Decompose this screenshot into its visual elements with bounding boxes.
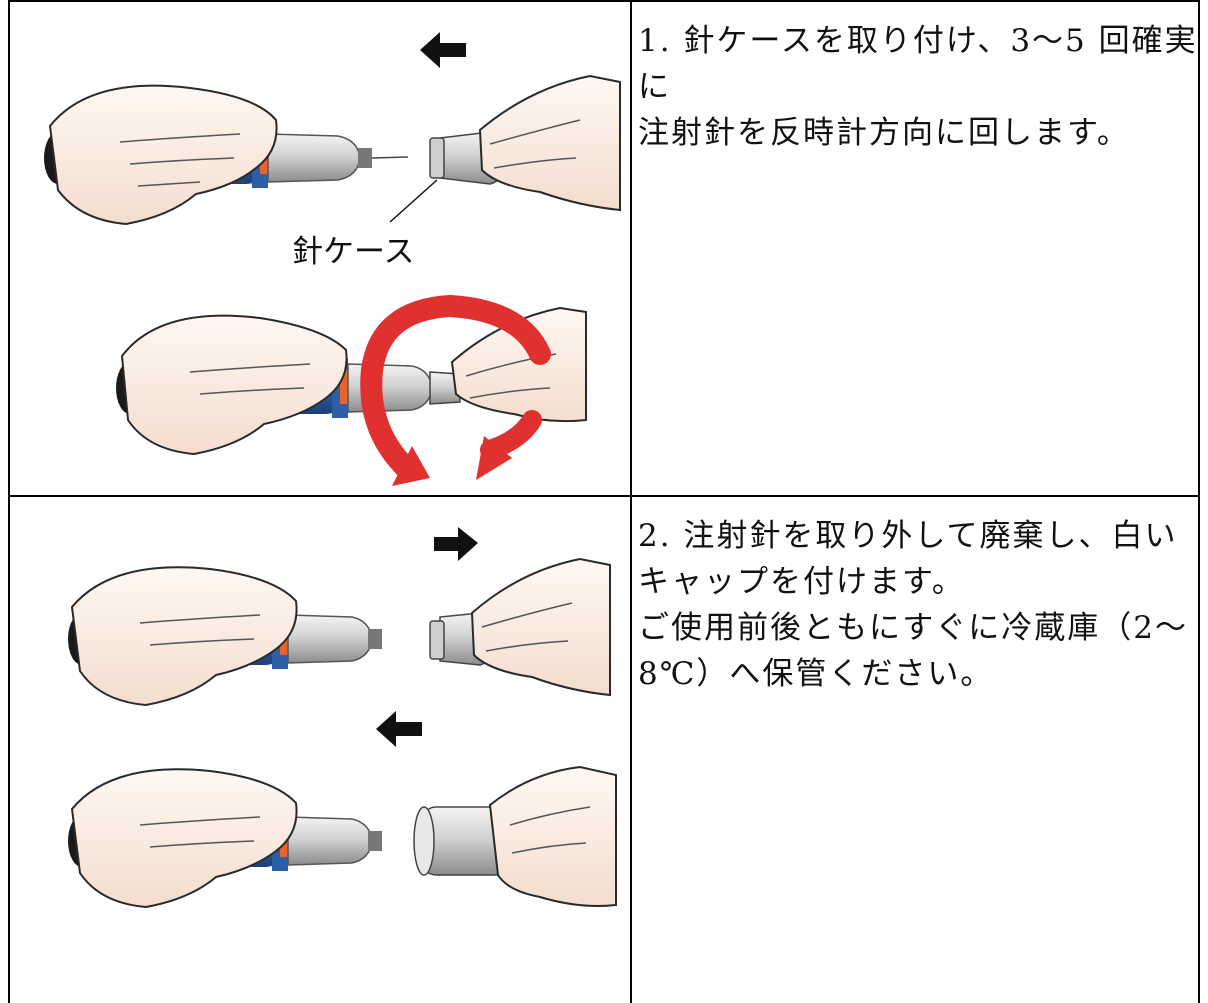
table-border-left: [8, 0, 10, 1003]
needle-case-leader-line: [389, 179, 438, 223]
right-hand-bottom-step-2: [488, 765, 617, 907]
step-2-line-2: キャップを付けます。: [638, 564, 965, 600]
arrow-left-icon: [376, 711, 422, 747]
step-2-line-4: 8℃）へ保管ください。: [638, 656, 994, 692]
left-hand-bottom-step-2: [70, 768, 298, 909]
right-hand-top: [478, 74, 621, 212]
needle-case-label: 針ケース: [292, 234, 414, 270]
step-1-illustration: 針ケース: [44, 32, 621, 486]
step-2-illustration: [68, 527, 617, 909]
table-border-right: [1198, 0, 1200, 1003]
step-2-instructions: 2. 注射針を取り外して廃棄し、白い キャップを付けます。 ご使用前後ともにすぐ…: [638, 513, 1198, 697]
left-hand-top: [48, 84, 278, 226]
rotate-counterclockwise-icon: [360, 295, 551, 486]
step-1-line-2: 注射針を反時計方向に回します。: [638, 115, 1130, 151]
left-hand-bottom: [120, 314, 348, 456]
instruction-table: 1. 針ケースを取り付け、3〜5 回確実に 注射針を反時計方向に回します。 2.…: [8, 0, 1200, 1003]
arrow-left-icon: [420, 32, 466, 68]
left-hand-top-step-2: [70, 566, 298, 707]
step-1-instructions: 1. 針ケースを取り付け、3〜5 回確実に 注射針を反時計方向に回します。: [638, 18, 1198, 156]
step-2-line-1: 2. 注射針を取り外して廃棄し、白い: [638, 518, 1178, 554]
table-column-divider: [630, 0, 632, 1003]
step-1-line-1: 1. 針ケースを取り付け、3〜5 回確実に: [638, 23, 1198, 105]
right-hand-bottom: [450, 306, 587, 423]
step-2-line-3: ご使用前後ともにすぐに冷蔵庫（2〜: [638, 610, 1189, 646]
arrow-right-icon: [434, 527, 478, 561]
right-hand-top-step-2: [470, 557, 611, 697]
table-border-top: [8, 0, 1200, 2]
table-row-divider: [8, 495, 1200, 497]
